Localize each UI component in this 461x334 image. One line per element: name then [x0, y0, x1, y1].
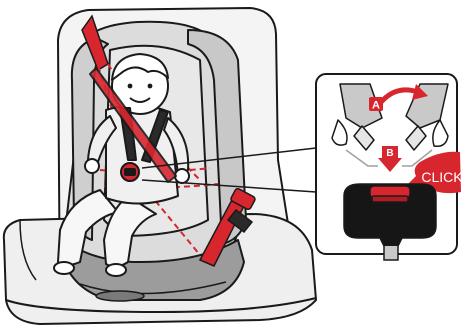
step-a-label: A: [372, 100, 380, 112]
click-label: CLICK: [421, 169, 461, 185]
step-b-label: B: [386, 148, 393, 159]
buckle-detail-callout: A B CLICK: [316, 74, 461, 260]
